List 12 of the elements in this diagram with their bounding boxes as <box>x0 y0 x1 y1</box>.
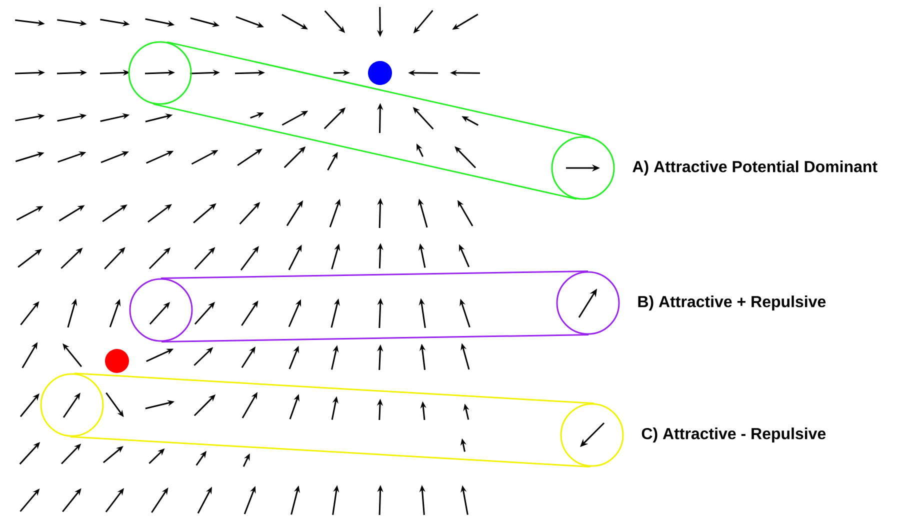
magnifier-circle <box>129 278 193 342</box>
magnifier-line <box>166 41 590 138</box>
magnifier-circle <box>40 373 104 437</box>
magnifier-line <box>161 270 588 279</box>
magnifier-line <box>70 436 590 468</box>
magnifier-circle <box>128 41 192 105</box>
magnifier-line <box>74 372 594 404</box>
callout-label: A) Attractive Potential Dominant <box>632 160 878 176</box>
callout-label: B) Attractive + Repulsive <box>638 296 826 310</box>
magnifier-line <box>162 334 589 342</box>
callout-label: C) Attractive - Repulsive <box>642 428 826 442</box>
magnifier-line <box>153 103 577 200</box>
